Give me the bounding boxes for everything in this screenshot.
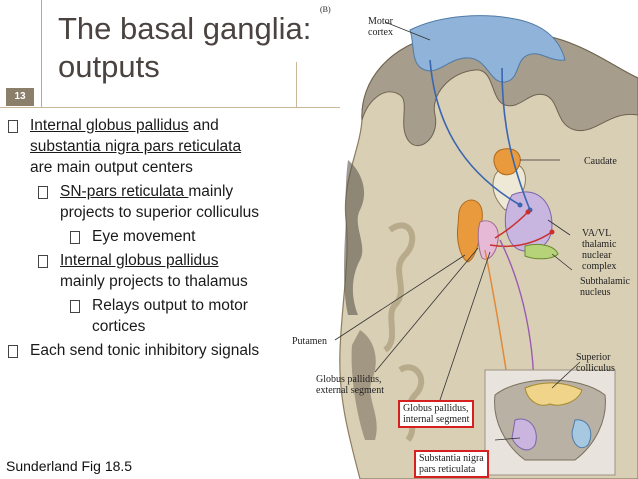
label-sc-line1: Superior (576, 352, 611, 363)
bullet-text: SN-pars reticulata (60, 183, 189, 200)
label-vavl-line4: complex (582, 261, 617, 272)
bullet-text: Internal globus pallidus (60, 252, 219, 269)
title-line-1: The basal ganglia: (58, 11, 312, 46)
label-putamen: Putamen (292, 336, 327, 347)
bullet-marker-icon (8, 120, 18, 133)
bullet-text: and (188, 117, 219, 134)
label-vavl-line3: nuclear (582, 250, 612, 261)
bullet-marker-icon (8, 345, 18, 358)
bullet-text: Eye movement (92, 228, 196, 245)
label-gpi-line2: internal segment (403, 414, 470, 425)
label-vavl-line1: VA/VL (582, 228, 612, 239)
bullet-text: Relays output to motor (92, 297, 248, 314)
label-gpe-line2: external segment (316, 385, 385, 396)
bullet-marker-icon (70, 300, 80, 313)
title-line-2: outputs (58, 49, 160, 84)
label-caudate: Caudate (584, 156, 617, 167)
bullet-marker-icon (70, 231, 80, 244)
label-sn-pars-reticulata: Substantia nigra pars reticulata (414, 450, 489, 478)
bullet-continuation: substantia nigra pars reticulata (30, 137, 241, 157)
label-gp-internal: Globus pallidus, internal segment (398, 400, 475, 428)
bullet-marker-icon (38, 255, 48, 268)
label-snr-line1: Substantia nigra (419, 453, 484, 464)
label-sc-line2: colliculus (576, 363, 615, 374)
bullet-text: Each send tonic inhibitory signals (30, 342, 260, 359)
bullet-continuation: projects to superior colliculus (60, 203, 259, 223)
label-superior-colliculus: Superior colliculus (576, 352, 615, 374)
title-divider (0, 107, 340, 108)
label-gpe-line1: Globus pallidus, (316, 374, 382, 385)
bullet-continuation: are main output centers (30, 158, 193, 178)
brain-illustration (334, 15, 638, 479)
label-snr-line2: pars reticulata (419, 464, 476, 475)
bullet-text: mainly (188, 183, 234, 200)
panel-label: (B) (320, 5, 331, 14)
slide-number: 13 (6, 88, 34, 106)
bullet-marker-icon (38, 186, 48, 199)
label-vavl: VA/VL thalamic nuclear complex (582, 228, 616, 272)
bullet-item: Each send tonic inhibitory signals (8, 341, 260, 361)
brain-figure: (B) Motor cortex Caudate VA/VL thalamic … (290, 0, 638, 479)
bullet-item: Relays output to motor (70, 296, 248, 316)
label-gp-external: Globus pallidus, external segment (316, 374, 384, 396)
label-motor-cortex-line1: Motor (368, 16, 393, 27)
bullet-text: cortices (92, 318, 146, 335)
bullet-text: are main output centers (30, 159, 193, 176)
bullet-continuation: mainly projects to thalamus (60, 272, 248, 292)
label-vavl-line2: thalamic (582, 239, 617, 250)
label-motor-cortex: Motor cortex (368, 16, 393, 38)
label-subthalamic: Subthalamic nucleus (580, 276, 630, 298)
bullet-text: mainly projects to thalamus (60, 273, 248, 290)
figure-caption: Sunderland Fig 18.5 (6, 458, 133, 474)
bullet-item: SN-pars reticulata mainly (38, 182, 234, 202)
decorative-vertical-line-2 (296, 62, 297, 108)
label-subthalamic-line1: Subthalamic (580, 276, 630, 287)
bullet-text: Internal globus pallidus (30, 117, 189, 134)
bullet-item: Internal globus pallidus and (8, 116, 219, 136)
label-subthalamic-line2: nucleus (580, 287, 611, 298)
bullet-text: projects to superior colliculus (60, 204, 260, 221)
decorative-vertical-line (41, 0, 42, 108)
bullet-continuation: cortices (92, 317, 145, 337)
slide-title: The basal ganglia: outputs (58, 10, 311, 86)
label-gpi-line1: Globus pallidus, (403, 403, 469, 414)
bullet-item: Internal globus pallidus (38, 251, 219, 271)
bullet-item: Eye movement (70, 227, 196, 247)
label-motor-cortex-line2: cortex (368, 27, 393, 38)
bullet-text: substantia nigra pars reticulata (30, 138, 242, 155)
